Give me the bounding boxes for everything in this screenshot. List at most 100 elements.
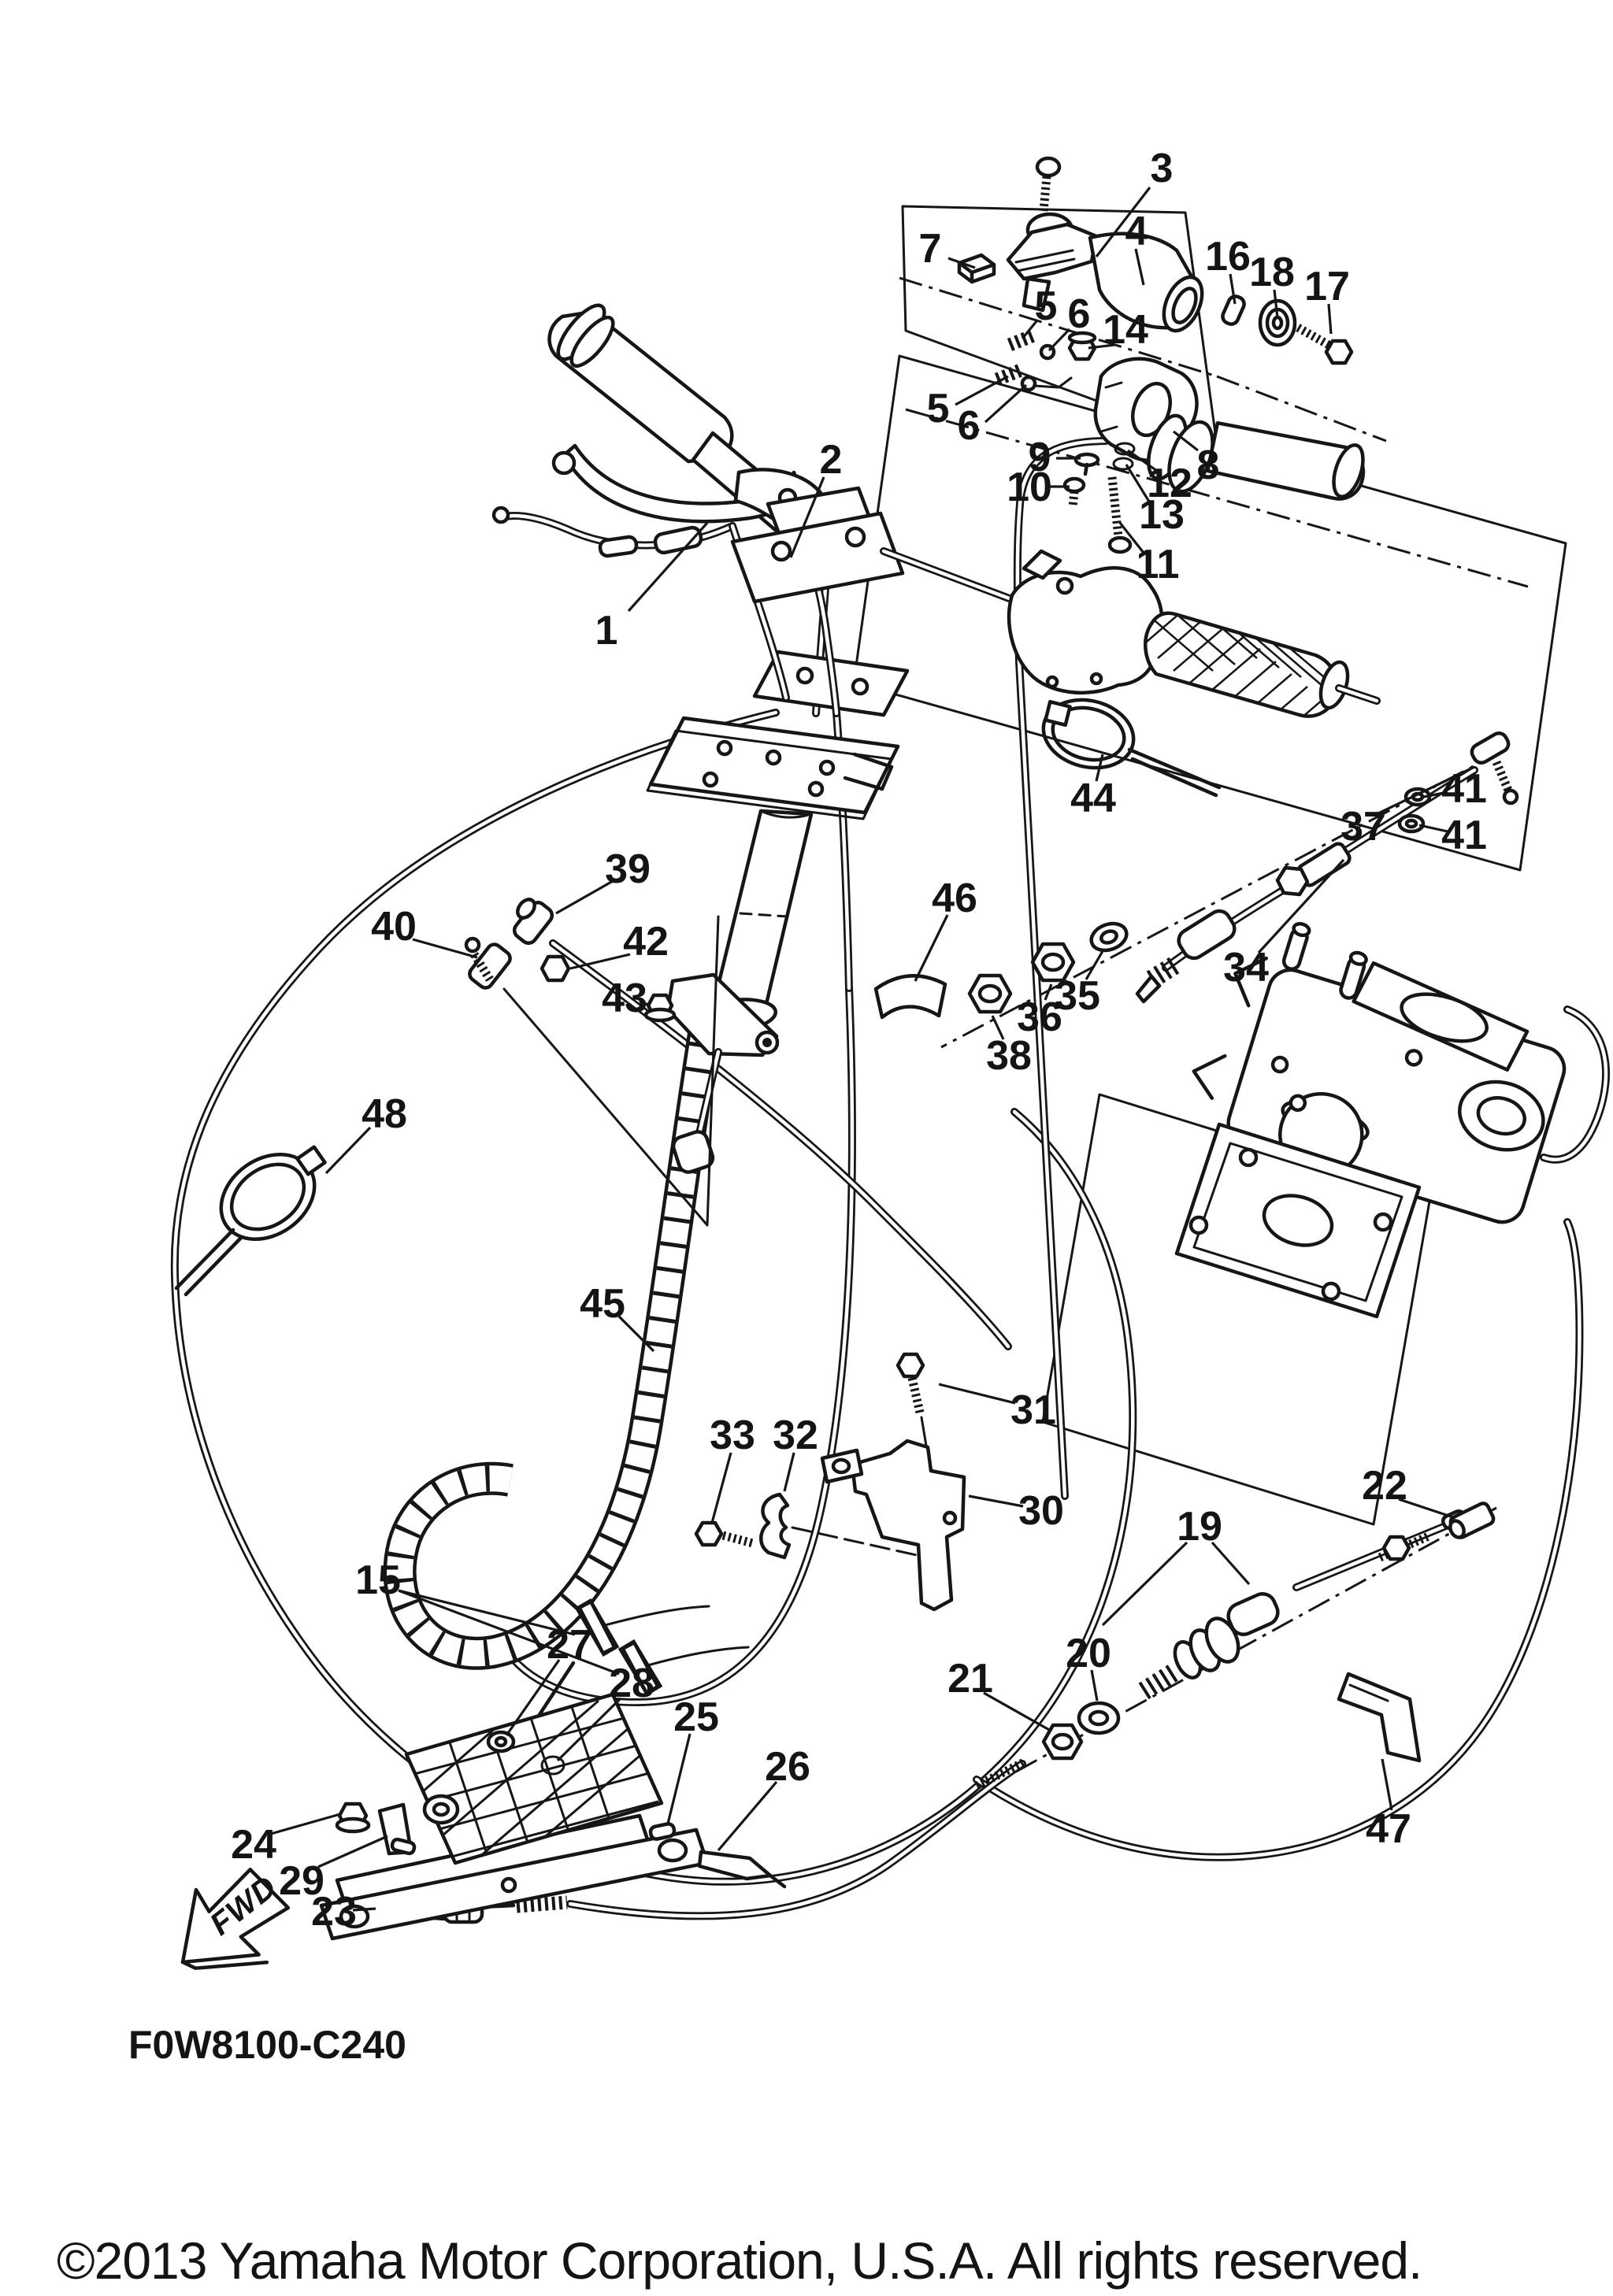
- callout-leader-30: [968, 1494, 1024, 1508]
- callout-14: 14: [1103, 307, 1148, 353]
- callout-13: 13: [1139, 492, 1185, 538]
- callout-6: 6: [958, 403, 981, 449]
- callout-leader-48: [324, 1126, 372, 1175]
- callout-leader-14: [1088, 343, 1115, 350]
- callout-48: 48: [362, 1091, 407, 1137]
- callout-10: 10: [1007, 465, 1052, 510]
- callout-leader-28: [556, 1697, 622, 1762]
- callout-1: 1: [595, 608, 618, 654]
- callout-leader-23: [352, 1907, 376, 1912]
- callout-leader-6: [1048, 328, 1071, 352]
- callout-leader-11: [1118, 522, 1145, 554]
- callout-leader-5: [955, 375, 1009, 406]
- callout-15: 15: [355, 1557, 401, 1603]
- zip-tie-44: [1041, 698, 1222, 798]
- callout-leader-3: [1095, 187, 1151, 257]
- bracket-30-group: [694, 1352, 966, 1612]
- callout-leader-41: [1418, 824, 1448, 833]
- callout-leader-26: [717, 1780, 778, 1852]
- callout-47: 47: [1366, 1806, 1411, 1852]
- callout-leader-41: [1423, 791, 1448, 798]
- callout-leader-16: [1229, 273, 1237, 305]
- callout-leader-36: [1044, 983, 1053, 1001]
- callout-leader-44: [1095, 754, 1104, 782]
- callout-3: 3: [1151, 146, 1174, 191]
- callout-leader-25: [666, 1733, 692, 1824]
- callout-leader-40: [412, 938, 478, 959]
- callout-24: 24: [231, 1822, 276, 1868]
- callout-31: 31: [1010, 1387, 1056, 1433]
- callout-12: 12: [1147, 461, 1192, 506]
- callout-leader-1: [627, 521, 709, 613]
- callout-45: 45: [580, 1281, 625, 1327]
- fwd-arrow: FWD: [180, 1868, 291, 1970]
- callout-16: 16: [1205, 234, 1251, 280]
- lever-assembly: [957, 156, 1354, 365]
- diagram-code: F0W8100-C240: [128, 2023, 406, 2067]
- callout-leader-8: [1173, 430, 1199, 452]
- callout-leader-21: [983, 1691, 1051, 1732]
- spiral-conduit: [383, 991, 727, 1670]
- callout-44: 44: [1070, 776, 1116, 821]
- throttle-housing-parts: [994, 329, 1366, 554]
- callout-leader-38: [991, 1015, 1005, 1040]
- callout-21: 21: [947, 1656, 993, 1702]
- callout-leader-45: [617, 1315, 655, 1353]
- callout-leader-2: [789, 476, 825, 558]
- callout-7: 7: [919, 226, 942, 272]
- callout-leader-15: [398, 1589, 620, 1676]
- callout-leader-46: [914, 914, 949, 982]
- carburetor: [1174, 921, 1610, 1319]
- right-handlebar: [1007, 549, 1381, 718]
- callout-40: 40: [371, 904, 417, 950]
- callout-leader-22: [1398, 1498, 1456, 1520]
- left-handlebar: [491, 303, 1022, 717]
- callout-leader-47: [1381, 1758, 1393, 1811]
- callout-leader-33: [710, 1452, 732, 1524]
- callout-39: 39: [605, 846, 651, 892]
- callout-41: 41: [1441, 813, 1487, 858]
- callout-34: 34: [1223, 945, 1269, 991]
- callout-leader-19: [1101, 1541, 1188, 1627]
- callout-leader-5: [1021, 320, 1038, 340]
- callout-leader-35: [1085, 950, 1104, 980]
- callout-20: 20: [1066, 1631, 1111, 1676]
- callout-25: 25: [673, 1694, 719, 1740]
- callout-38: 38: [986, 1033, 1032, 1079]
- pedal-bracket: [319, 1692, 787, 1941]
- callout-leader-29: [317, 1835, 388, 1868]
- callout-23: 23: [311, 1889, 357, 1935]
- callout-43: 43: [602, 976, 647, 1021]
- throttle-cable-19: [1041, 1502, 1496, 1763]
- copyright-line: ©2013 Yamaha Motor Corporation, U.S.A. A…: [57, 2231, 1422, 2290]
- callout-leader-34: [1257, 858, 1345, 954]
- callout-37: 37: [1340, 804, 1386, 850]
- callout-32: 32: [773, 1413, 818, 1458]
- callout-46: 46: [932, 876, 977, 921]
- callout-18: 18: [1249, 250, 1295, 295]
- callout-27: 27: [547, 1622, 592, 1668]
- diagram-artwork: FWD F0W8100-C240 ©2013 Yamaha Motor Corp…: [57, 156, 1610, 2290]
- callout-29: 29: [279, 1858, 324, 1904]
- callout-leader-43: [639, 1000, 649, 1006]
- cable-34-assembly: [873, 731, 1519, 1020]
- callout-42: 42: [623, 919, 669, 965]
- callout-41: 41: [1441, 766, 1487, 812]
- callout-22: 22: [1362, 1463, 1407, 1509]
- callout-leader-6: [984, 383, 1028, 424]
- callout-leader-19: [1211, 1541, 1251, 1586]
- callout-leader-17: [1327, 303, 1333, 335]
- callout-leader-24: [270, 1813, 341, 1835]
- callout-17: 17: [1304, 264, 1350, 309]
- callout-leader-32: [783, 1452, 795, 1492]
- callout-11: 11: [1137, 542, 1180, 587]
- callout-leader-7: [947, 257, 976, 269]
- callout-leader-31: [938, 1383, 1016, 1405]
- callout-leader-18: [1273, 289, 1279, 319]
- callout-6: 6: [1068, 291, 1091, 337]
- callout-8: 8: [1197, 443, 1220, 488]
- callout-36: 36: [1017, 994, 1062, 1040]
- callout-leader-27: [505, 1659, 561, 1736]
- callout-5: 5: [1035, 283, 1058, 329]
- callout-35: 35: [1055, 973, 1100, 1019]
